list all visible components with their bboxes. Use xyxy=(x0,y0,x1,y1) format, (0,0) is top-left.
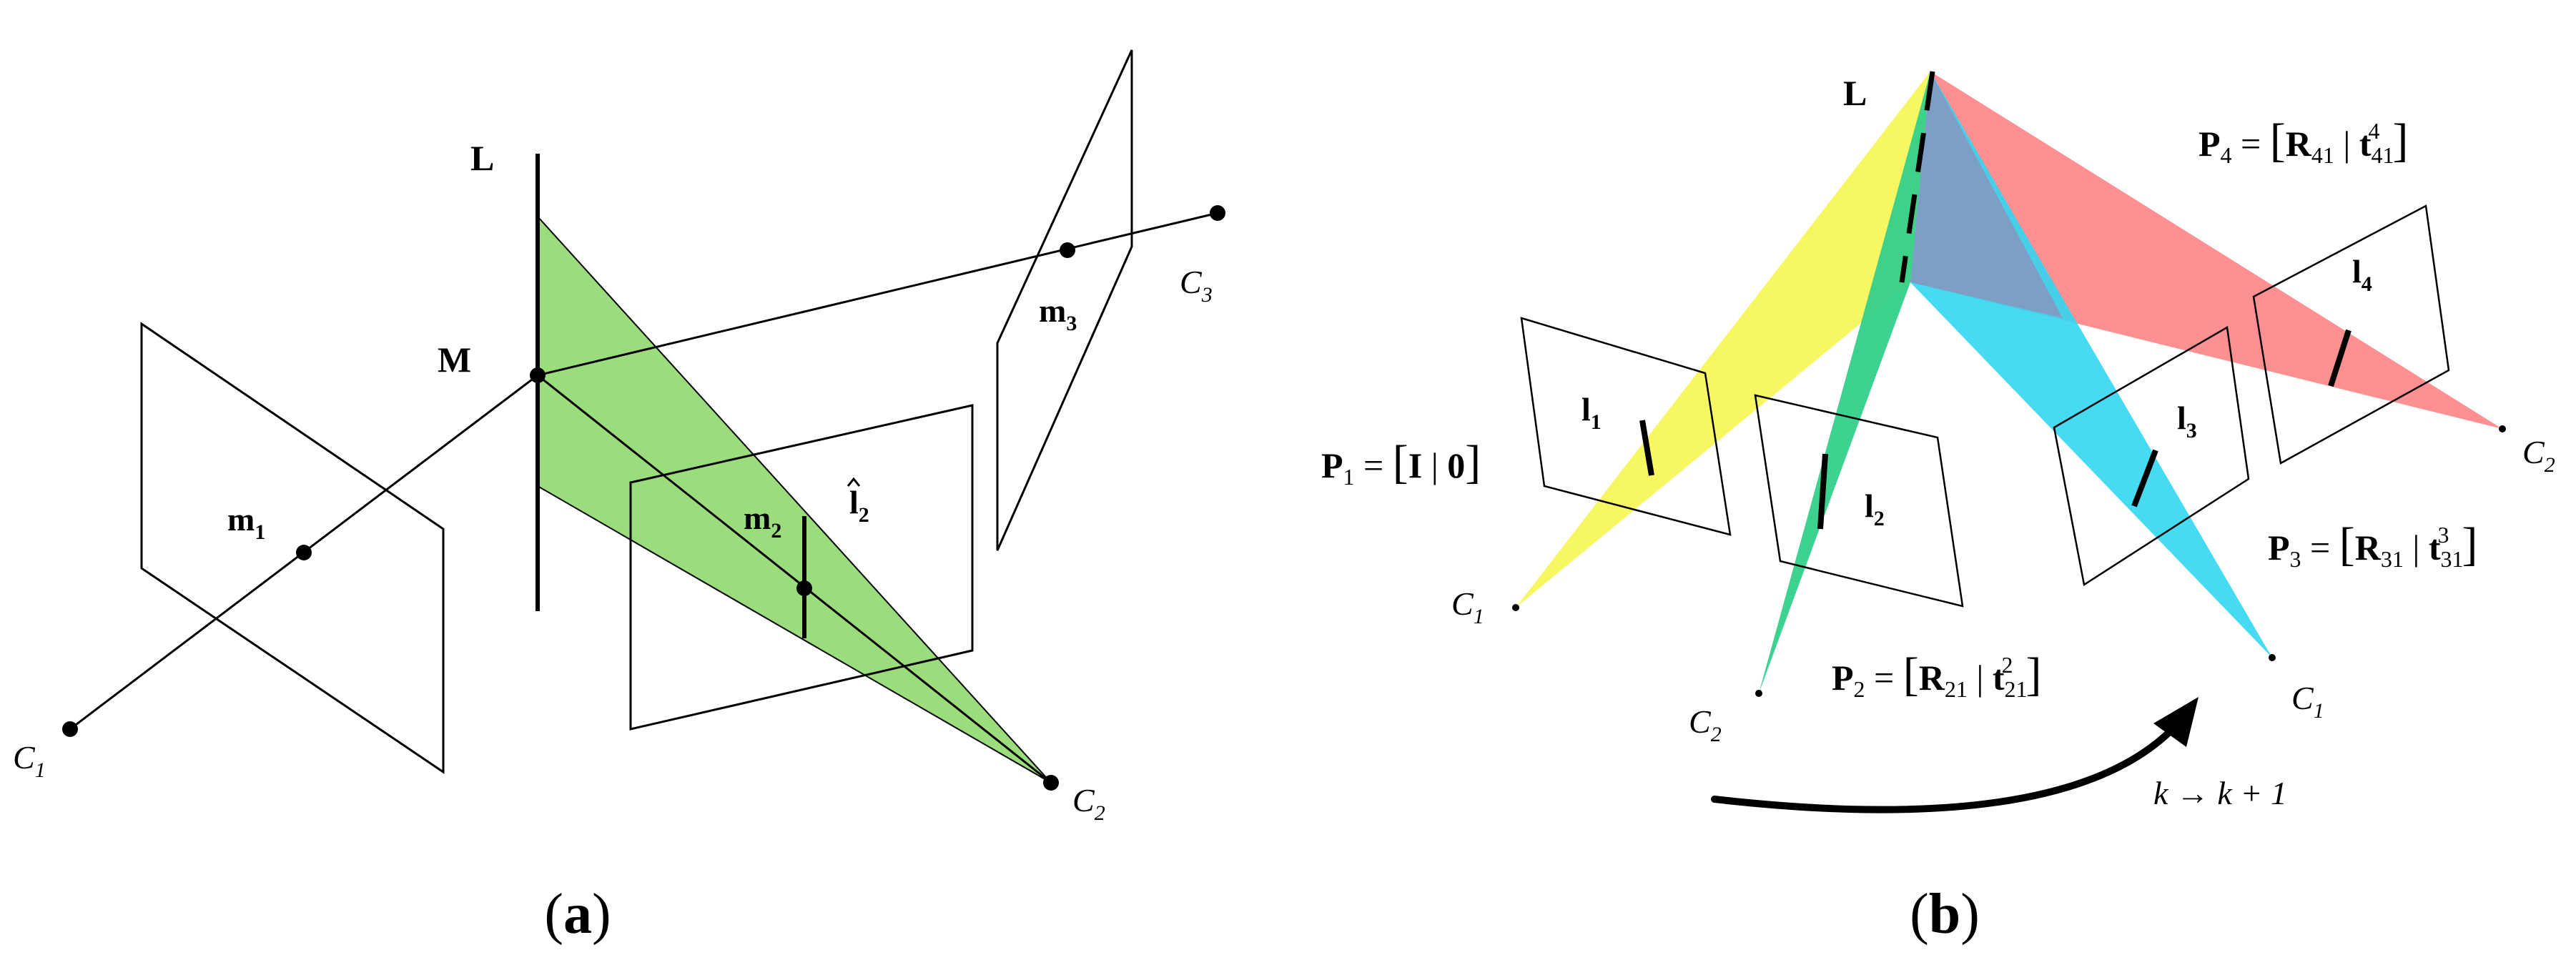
svg-text:l2: l2 xyxy=(849,484,869,527)
point-b-C1-left xyxy=(1512,604,1519,611)
panel-a: L M m1 m2 m3 l2 C1 C2 C3 (a) xyxy=(13,49,1225,946)
point-b-C2-left xyxy=(1755,690,1762,697)
segment-l2 xyxy=(1817,453,1828,530)
ray-c3 xyxy=(537,212,1218,377)
equation-P2: P2 = [R21 | t212] xyxy=(1832,648,2042,702)
caption-b: (b) xyxy=(1910,883,1980,946)
label-b-C1-right: C1 xyxy=(2291,680,2324,723)
label-l4: l4 xyxy=(2352,253,2372,296)
plane-overlap xyxy=(1910,71,2063,318)
point-C1 xyxy=(62,721,78,737)
label-l3: l3 xyxy=(2177,400,2197,442)
equation-P4: P4 = [R41 | t414] xyxy=(2199,114,2409,168)
label-l1: l1 xyxy=(1581,391,1602,434)
label-C3: C3 xyxy=(1180,264,1213,307)
point-m2 xyxy=(796,580,812,596)
point-m3 xyxy=(1060,242,1075,258)
plane-red xyxy=(1910,71,2502,429)
label-b-L: L xyxy=(1843,73,1867,113)
image-plane-b3 xyxy=(2053,325,2250,587)
segment-l4 xyxy=(2328,329,2352,387)
point-M xyxy=(530,367,546,383)
caption-a: (a) xyxy=(544,883,611,946)
label-m1: m1 xyxy=(227,501,265,544)
image-plane-2 xyxy=(629,404,974,731)
label-M: M xyxy=(438,340,471,380)
point-m1 xyxy=(296,545,312,560)
plane-yellow xyxy=(1516,71,1930,608)
image-plane-b1 xyxy=(1520,317,1732,536)
segment-l1 xyxy=(1639,420,1654,476)
label-m3: m3 xyxy=(1039,292,1077,335)
ray-c2 xyxy=(537,374,1052,784)
label-L: L xyxy=(470,138,494,178)
label-C2: C2 xyxy=(1072,782,1105,825)
point-b-C1-right xyxy=(2269,654,2276,661)
label-C1: C1 xyxy=(13,739,46,782)
label-b-C2-left: C2 xyxy=(1689,703,1722,746)
plane-green xyxy=(1759,71,1930,693)
equation-P3: P3 = [R31 | t313] xyxy=(2268,518,2478,572)
equation-P1: P1 = [I | 0] xyxy=(1321,436,1481,490)
image-plane-1 xyxy=(140,322,445,774)
point-b-C2-right xyxy=(2499,425,2506,432)
label-m2: m2 xyxy=(744,500,781,543)
label-l2-hat: l2 xyxy=(847,477,869,527)
panel-b: L l1 l2 l3 l4 C1 C2 C1 C2 k → k + 1 P1 =… xyxy=(1321,71,2555,946)
point-C3 xyxy=(1210,205,1225,221)
segment-l3 xyxy=(2131,449,2158,508)
motion-arrowhead xyxy=(2153,697,2199,747)
point-C2 xyxy=(1043,775,1059,791)
label-b-C2-right: C2 xyxy=(2522,434,2555,477)
image-plane-3 xyxy=(996,49,1133,551)
interpretation-plane xyxy=(537,214,1052,783)
label-l2: l2 xyxy=(1865,488,1885,530)
image-plane-b2 xyxy=(1754,394,1964,608)
label-b-C1-left: C1 xyxy=(1451,585,1484,628)
line-L-dashed xyxy=(1899,71,1935,283)
label-motion: k → k + 1 xyxy=(2153,775,2287,811)
motion-arrow xyxy=(1711,718,2183,813)
image-plane-b4 xyxy=(2252,204,2450,465)
